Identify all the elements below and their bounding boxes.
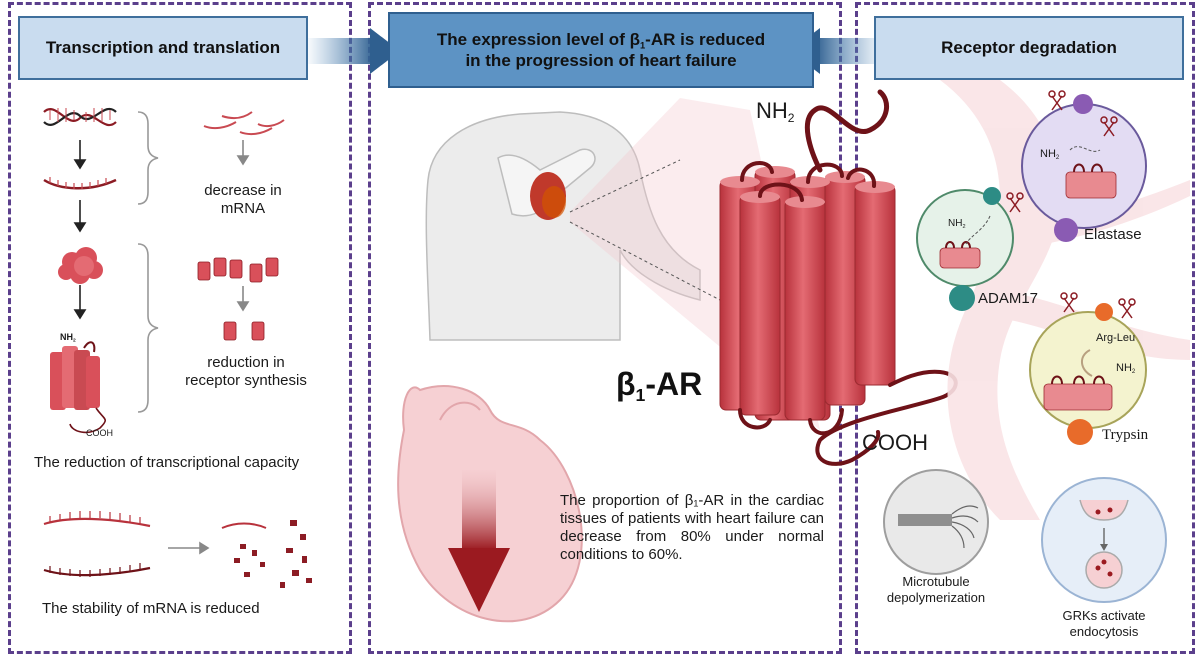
- mrna-fragments-icon: [203, 111, 285, 136]
- small-cooh-label: COOH: [86, 428, 113, 438]
- nh2-label: NH2: [756, 98, 795, 126]
- bracket-bottom: [137, 243, 159, 413]
- small-receptors-icon: [197, 257, 279, 341]
- adam17-label: ADAM17: [978, 290, 1039, 307]
- large-heart-icon: [397, 385, 583, 623]
- microtubule-icon: [883, 469, 989, 575]
- header-degradation: Receptor degradation: [874, 16, 1184, 80]
- left-panel: [8, 2, 352, 654]
- mrna-stable-icons: [43, 511, 151, 577]
- cooh-label: COOH: [862, 430, 928, 455]
- mrna-stability-caption: The stability of mRNA is reduced: [42, 600, 260, 617]
- right-arrow-mrna: [168, 541, 210, 555]
- header-transcription: Transcription and translation: [18, 16, 308, 80]
- scissors-icon-adam17: [1006, 192, 1024, 213]
- mrna-strand-icon: [43, 177, 117, 190]
- trypsin-label: Trypsin: [1102, 427, 1149, 443]
- small-heart-icon: [530, 172, 566, 220]
- elastase-cell-icon: [1021, 94, 1147, 242]
- down-arrow-receptors: [236, 286, 250, 312]
- arrow-left-to-center: [305, 28, 400, 74]
- arg-leu-label: Arg-Leu: [1096, 332, 1136, 344]
- bracket-top: [137, 111, 159, 205]
- endocytosis-icon: [1041, 477, 1167, 603]
- nh2-trypsin: NH2: [1116, 362, 1136, 376]
- small-receptor-icon: [50, 341, 107, 434]
- header-expression-line2: in the progression of heart failure: [465, 50, 737, 70]
- dna-helix-icon: [43, 107, 117, 127]
- receptor-title: β1-AR: [616, 366, 703, 406]
- scissors-icon-elastase: [1048, 90, 1118, 137]
- degraded-mrna-icon: [221, 520, 312, 588]
- receptor-7tm-icon: [719, 89, 958, 466]
- ribosome-cluster-icon: [58, 247, 103, 284]
- elastase-label: Elastase: [1084, 226, 1142, 243]
- header-expression-line1: The expression level of β1-AR is reduced: [436, 29, 766, 50]
- down-arrow-mrna: [236, 140, 250, 166]
- nh2-adam17: NH2: [948, 218, 966, 230]
- trypsin-cell-icon: [1029, 303, 1147, 445]
- header-expression: The expression level of β1-AR is reduced…: [388, 12, 814, 88]
- adam17-cell-icon: [916, 187, 1014, 311]
- small-nh2-label: NH2: [60, 332, 76, 344]
- scissors-icon-trypsin: [1060, 292, 1136, 319]
- transcriptional-caption: The reduction of transcriptional capacit…: [34, 454, 300, 471]
- proportion-text: The proportion of β₁-AR in the cardiac t…: [560, 492, 824, 563]
- down-arrows-left: [73, 140, 87, 320]
- nh2-elastase: NH2: [1040, 148, 1060, 162]
